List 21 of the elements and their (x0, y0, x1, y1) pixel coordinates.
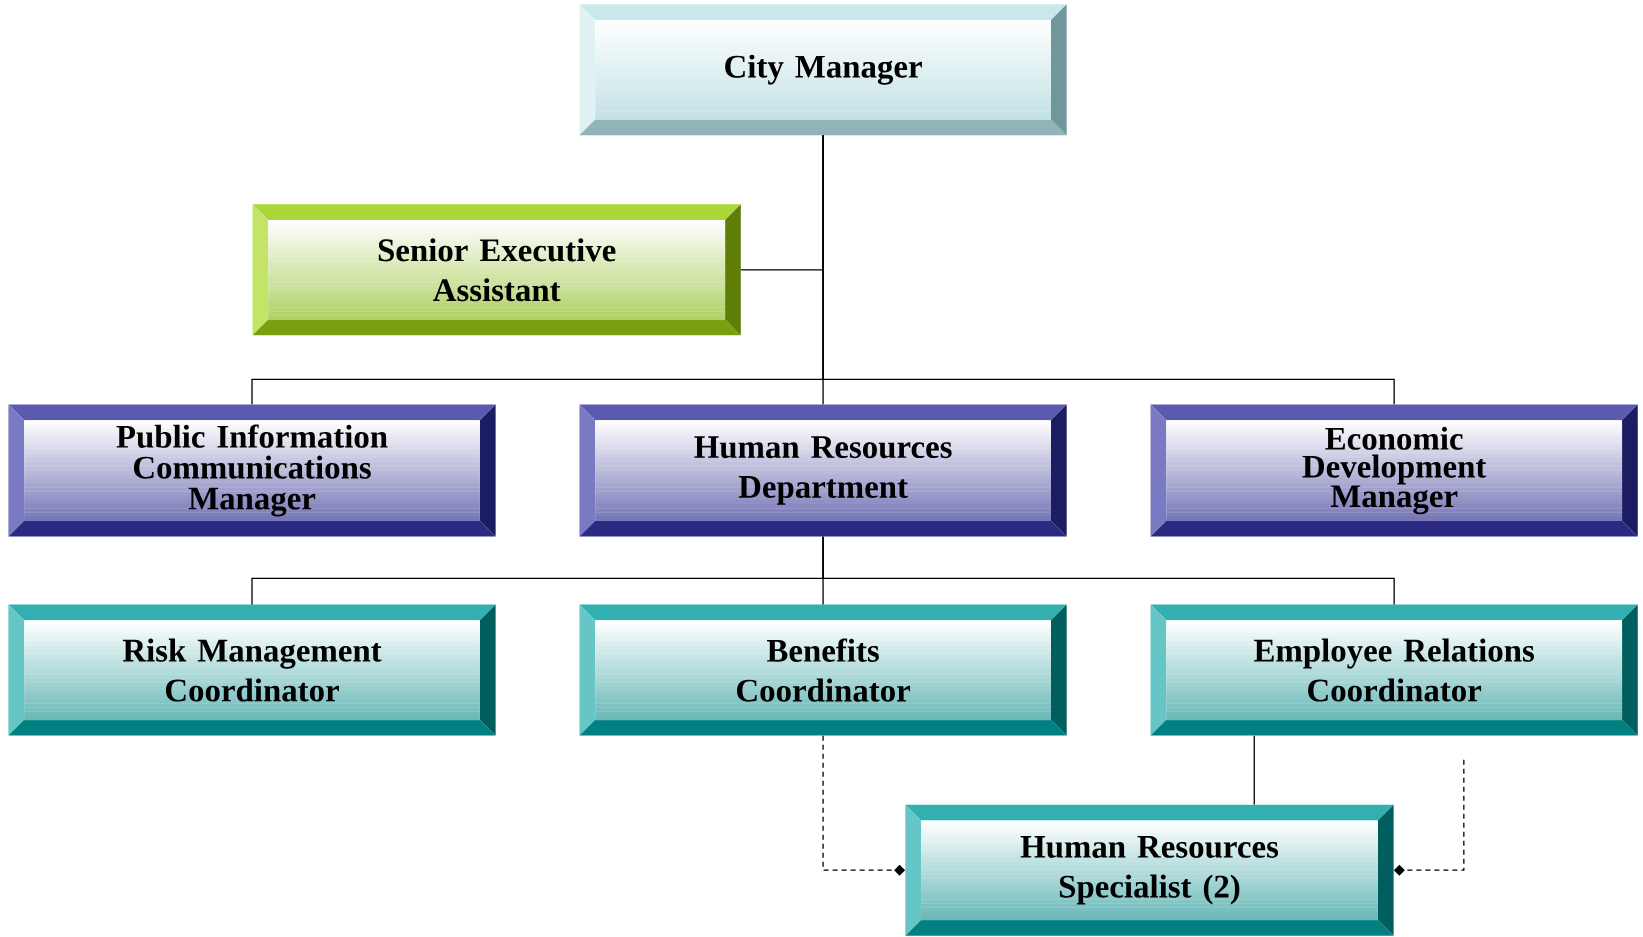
node-label: Economic Development Manager (1302, 426, 1487, 515)
org-box: Public Information Communications Manager (8, 404, 496, 537)
node-label: Public Information Communications Manager (116, 424, 388, 517)
node-label: City Manager (725, 54, 922, 85)
node-label: Senior Executive Assistant (378, 238, 616, 302)
org-box: Human Resources Specialist (2) (905, 804, 1394, 936)
org-box: Benefits Coordinator (579, 604, 1067, 736)
org-box: Senior Executive Assistant (252, 204, 741, 336)
node-label: Human Resources Specialist (2) (1020, 836, 1279, 905)
node-label: Risk Management Coordinator (122, 638, 382, 702)
connector-line (822, 134, 1395, 406)
org-box: Risk Management Coordinator (8, 604, 496, 736)
connector-line (1253, 735, 1255, 806)
node-label: Employee Relations Coordinator (1254, 638, 1534, 702)
node-label: Benefits Coordinator (737, 638, 911, 702)
connector-line (822, 536, 1395, 606)
node-label: Human Resources Department (694, 436, 952, 505)
org-box: Employee Relations Coordinator (1150, 604, 1638, 736)
org-box: Human Resources Department (579, 404, 1067, 537)
org-box: City Manager (579, 4, 1067, 136)
org-box: Economic Development Manager (1150, 404, 1638, 537)
